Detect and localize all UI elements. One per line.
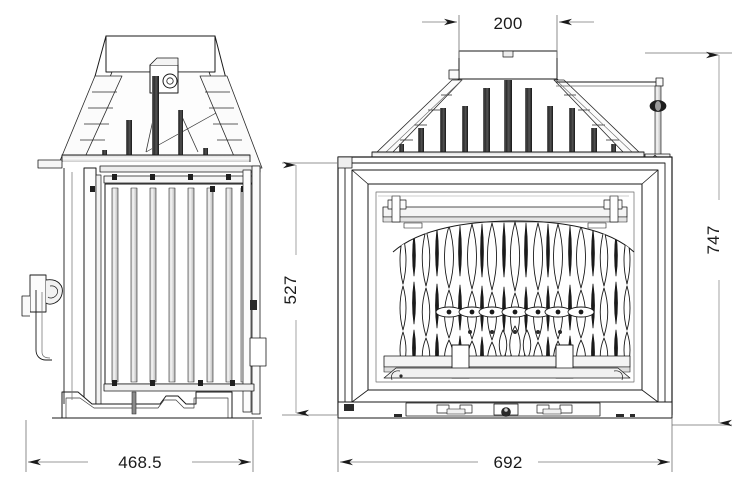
front-bottom-controls [337,401,673,419]
front-view [337,50,673,419]
dimension-label-200: 200 [494,14,523,33]
side-door-handle [21,168,73,404]
side-hinge-block [149,57,179,94]
side-top-flange [37,159,63,169]
side-view [21,35,267,420]
dimension-layer: 200 747 527 468.5 [25,14,732,472]
side-hood [56,35,263,198]
side-hood-ribs [56,75,263,169]
dimension-label-692: 692 [494,453,523,472]
dimension-flue-width: 200 [422,14,594,58]
front-baffle [378,195,629,229]
dimension-total-height: 747 [645,51,732,427]
front-decorative-grille [392,220,635,360]
dimension-label-468-5: 468.5 [118,453,162,472]
front-flue-collar [448,50,558,80]
dimension-side-width: 468.5 [25,420,254,472]
dimension-front-width: 692 [337,418,673,472]
dimension-label-747: 747 [704,226,723,255]
front-hood-tubes [399,80,616,156]
front-grate [383,344,631,381]
side-top-rail [61,154,251,164]
side-body [52,162,267,420]
dimension-label-527: 527 [281,276,300,305]
front-hood [371,78,645,161]
dimension-body-height: 527 [281,161,338,417]
